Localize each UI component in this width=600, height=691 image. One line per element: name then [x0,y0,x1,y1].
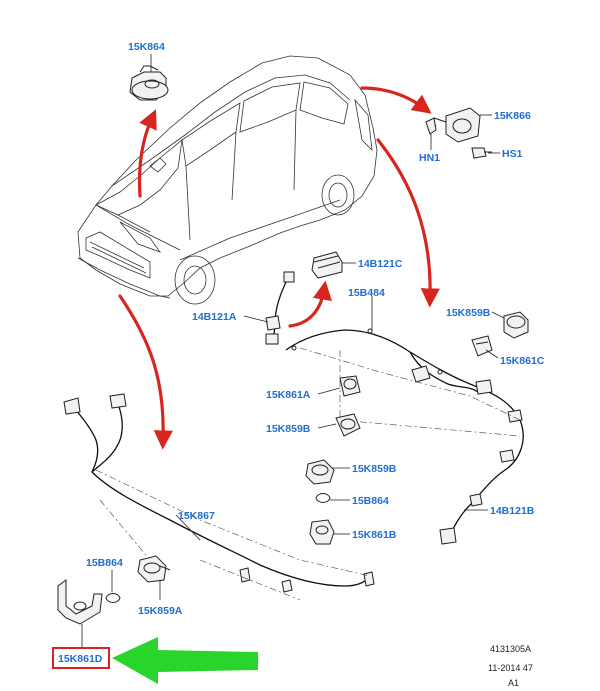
label-15K859A: 15K859A [138,605,183,617]
label-14B121C: 14B121C [358,258,403,270]
part-14B121C-module-icon [311,251,356,279]
part-15K861A-icon [317,375,361,397]
label-15K861A: 15K861A [266,389,311,401]
drawing-revision: A1 [508,678,519,688]
label-15K864-top: 15K864 [128,41,165,53]
vehicle-illustration [77,55,378,305]
label-15K859B-mid: 15K859B [266,423,311,435]
part-15K867-harness-icon [63,393,375,593]
red-arrows [118,86,440,450]
label-14B121A: 14B121A [192,311,237,323]
part-15K861C-icon [471,335,499,359]
part-14B121A-harness-icon [243,271,295,345]
label-15K866: 15K866 [494,110,531,122]
label-15K861D: 15K861D [58,653,103,665]
label-15B864-mid: 15B864 [352,495,389,507]
label-HS1: HS1 [502,148,523,160]
part-15K866-horn-icon [425,107,500,159]
highlight-15K861D: 15K861D [52,647,110,669]
label-15B484: 15B484 [348,287,385,299]
label-HN1: HN1 [419,152,440,164]
part-labels: 15K864 15K866 HN1 HS1 14B121C 15B484 14B… [86,41,545,617]
part-15K859B-mid-icon [317,413,361,437]
part-15K859A-icon [137,555,171,600]
part-15B864-mid-icon [315,493,350,503]
label-14B121B: 14B121B [490,505,535,517]
part-15K859B-right-icon [491,311,529,339]
label-15K861C: 15K861C [500,355,545,367]
label-15K859B-right: 15K859B [446,307,491,319]
part-15B484-harness-icon [285,296,524,545]
green-pointer-arrow [112,637,258,684]
part-15K861B-icon [309,519,350,545]
part-15B864-left-icon [105,570,121,603]
label-15K859B-lower: 15K859B [352,463,397,475]
drawing-code: 4131305A [490,644,531,654]
part-15K859B-lower-icon [305,459,350,485]
label-15B864-left: 15B864 [86,557,123,569]
label-15K867: 15K867 [178,510,215,522]
part-15K861D-bracket-icon [57,579,103,648]
part-15K864-top-icon [129,54,169,101]
drawing-footer: 4131305A 11-2014 47 A1 [488,644,533,688]
drawing-date: 11-2014 47 [488,663,533,673]
label-15K861B: 15K861B [352,529,397,541]
